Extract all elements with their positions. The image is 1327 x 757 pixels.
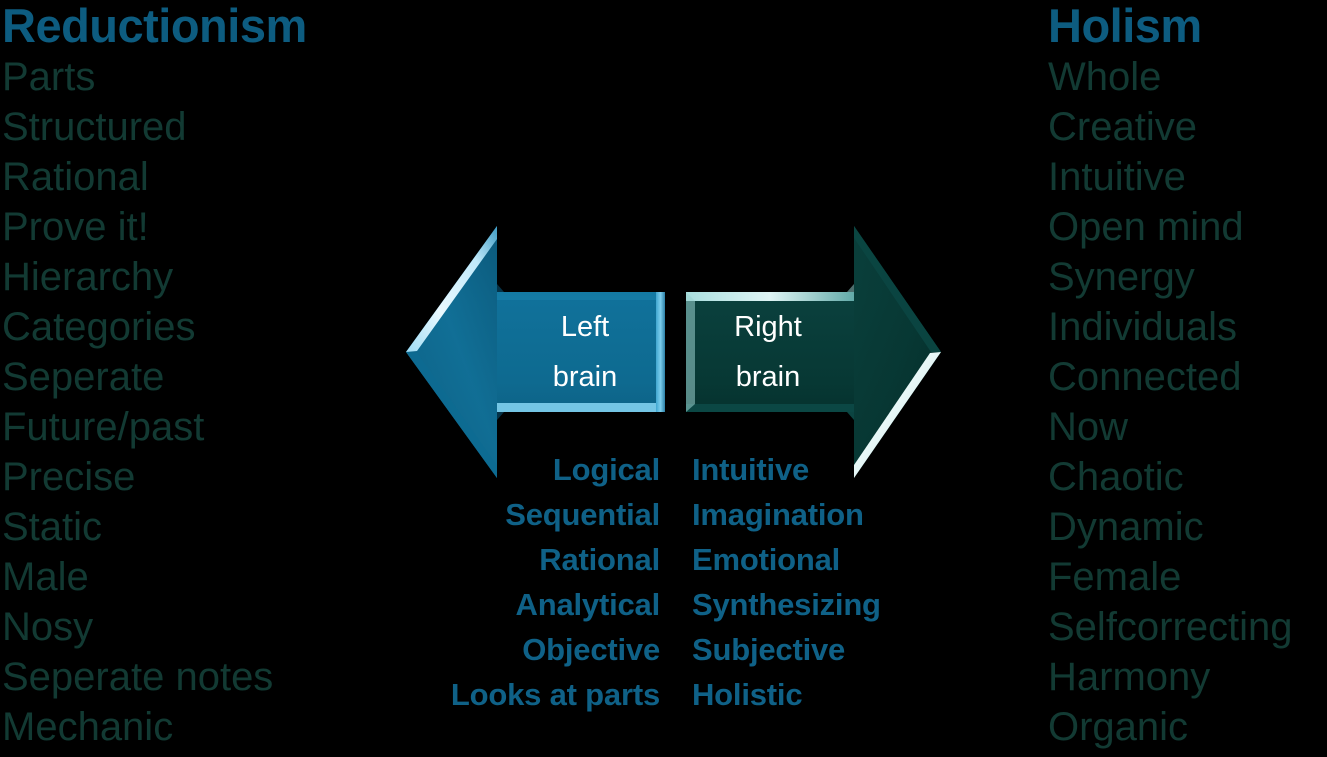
list-item: Analytical xyxy=(515,587,661,622)
list-item: Harmony xyxy=(1048,655,1211,699)
right-brain-traits: Intuitive Imagination Emotional Synthesi… xyxy=(692,447,942,717)
list-item: Rational xyxy=(2,155,149,199)
list-item: Imagination xyxy=(692,497,864,532)
list-item: Male xyxy=(2,555,89,599)
list-item: Whole xyxy=(1048,55,1162,99)
list-item: Rational xyxy=(539,542,660,577)
list-item: Chaotic xyxy=(1048,455,1184,499)
list-item: Seperate notes xyxy=(2,655,274,699)
list-item: Individuals xyxy=(1048,305,1238,349)
list-item: Intuitive xyxy=(1048,155,1186,199)
list-item: Selfcorrecting xyxy=(1048,605,1293,649)
list-item: Synergy xyxy=(1048,255,1195,299)
list-item: Seperate xyxy=(2,355,165,399)
list-item: Looks at parts xyxy=(450,677,660,712)
page-title-reductionism: Reductionism xyxy=(2,0,307,52)
traits-group: Logical Sequential Rational Analytical O… xyxy=(400,447,945,727)
reductionism-column: Reductionism Parts Structured Rational P… xyxy=(2,0,422,757)
reductionism-list: Parts Structured Rational Prove it! Hier… xyxy=(2,52,422,752)
list-item: Prove it! xyxy=(2,205,149,249)
list-item: Hierarchy xyxy=(2,255,174,299)
left-arrow-shape xyxy=(406,226,665,478)
list-item: Nosy xyxy=(2,605,94,649)
list-item: Now xyxy=(1048,405,1129,449)
list-item: Female xyxy=(1048,555,1182,599)
holism-column: Holism Whole Creative Intuitive Open min… xyxy=(1048,0,1327,757)
list-item: Sequential xyxy=(505,497,660,532)
holism-list: Whole Creative Intuitive Open mind Syner… xyxy=(1048,52,1327,752)
list-item: Connected xyxy=(1048,355,1242,399)
list-item: Dynamic xyxy=(1048,505,1204,549)
list-item: Future/past xyxy=(2,405,205,449)
list-item: Parts xyxy=(2,55,96,99)
center-diagram: Left brain Right brain Logical Sequentia… xyxy=(400,0,945,757)
list-item: Intuitive xyxy=(692,452,810,487)
page-title-holism: Holism xyxy=(1048,0,1202,52)
list-item: Open mind xyxy=(1048,205,1244,249)
list-item: Subjective xyxy=(692,632,846,667)
list-item: Precise xyxy=(2,455,136,499)
list-item: Structured xyxy=(2,105,187,149)
list-item: Organic xyxy=(1048,705,1189,749)
list-item: Mechanic xyxy=(2,705,174,749)
list-item: Creative xyxy=(1048,105,1197,149)
arrows-group: Left brain Right brain xyxy=(400,222,945,484)
left-brain-traits: Logical Sequential Rational Analytical O… xyxy=(400,447,660,717)
list-item: Holistic xyxy=(692,677,803,712)
list-item: Synthesizing xyxy=(692,587,881,622)
list-item: Emotional xyxy=(692,542,841,577)
list-item: Logical xyxy=(552,452,660,487)
list-item: Objective xyxy=(522,632,660,667)
list-item: Static xyxy=(2,505,103,549)
right-arrow-shape xyxy=(686,226,941,478)
list-item: Categories xyxy=(2,305,196,349)
